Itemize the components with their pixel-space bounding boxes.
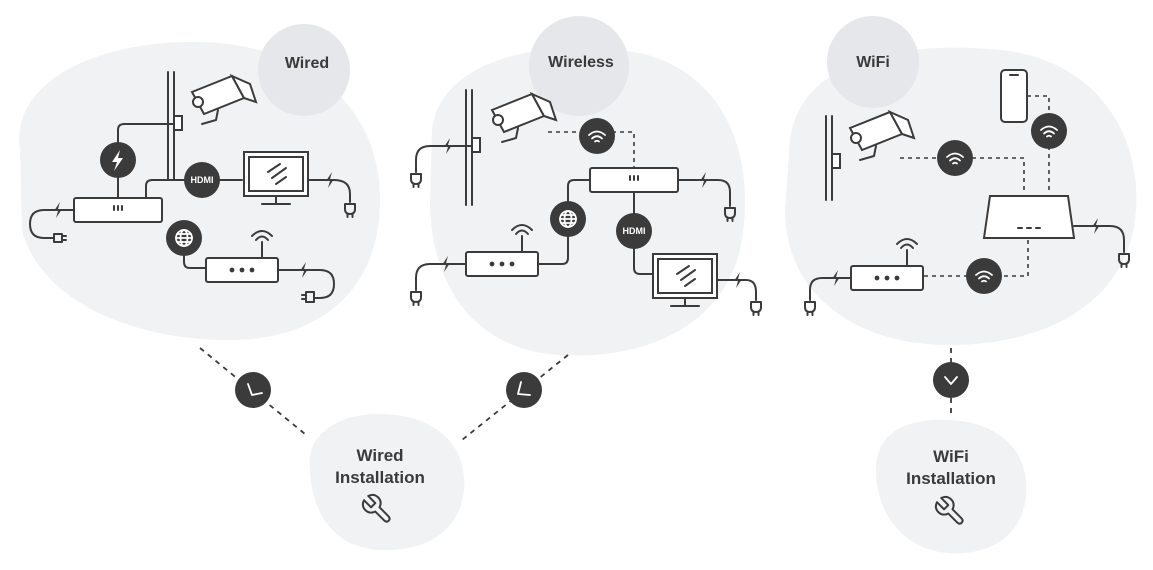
chevron-down-icon [933,362,969,398]
smartphone-icon [1000,69,1028,123]
check-icon [235,372,271,408]
wifi-diagram [804,69,1130,316]
svg-text:HDMI: HDMI [623,226,646,236]
wired-section-label: Wired [285,55,329,72]
wired-diagram: HDMI [29,71,356,303]
wifi-installation-line2: Installation [906,469,996,488]
wifi-section-label: WiFi [856,54,890,71]
wireless-label-bubble [529,16,629,116]
wireless-diagram: HDMI [410,89,762,316]
hub-icon [982,195,1076,239]
wrench-icon [361,493,391,523]
wired-installation-line2: Installation [335,468,425,487]
wired-installation-bubble [309,413,465,551]
wifi-label-bubble [827,16,919,108]
wifi-zone-blob [785,47,1137,345]
dvr-icon [73,197,163,223]
dvr-icon [589,167,679,193]
hdmi-badge [616,213,652,249]
wired-to-installation-connector [199,347,306,435]
check-icon [506,372,542,408]
hdmi-badge [184,162,220,198]
svg-text:HDMI: HDMI [191,175,214,185]
wifi-installation-line1: WiFi [933,447,969,466]
wired-installation-line1: Wired [356,446,403,465]
wired-label-bubble [258,24,350,116]
wrench-icon [934,495,964,525]
wireless-to-installation-connector [461,354,569,441]
wireless-section-label: Wireless [548,54,614,71]
wifi-installation-bubble [876,419,1027,554]
monitor-icon [652,253,718,307]
monitor-icon [243,151,309,205]
